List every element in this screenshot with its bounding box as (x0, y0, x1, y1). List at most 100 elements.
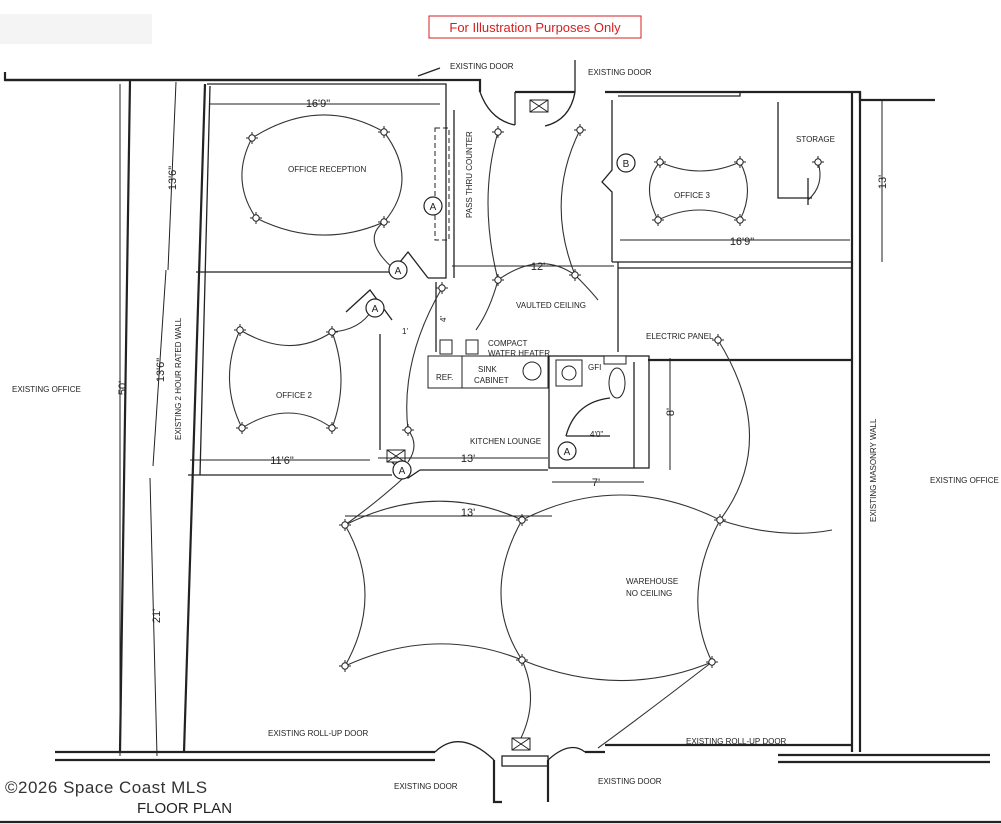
light-fixture (234, 324, 246, 336)
refrigerator (427, 355, 463, 389)
dim-bath-door: 4'0" (590, 430, 603, 439)
dim-reception-depth: 13'6" (167, 166, 179, 190)
light-fixture (712, 334, 724, 346)
label-existing-door-top-right: EXISTING DOOR (588, 68, 652, 77)
exhaust-fan (386, 449, 406, 463)
water-heater (522, 361, 542, 381)
tag-a-reception: A (423, 196, 443, 216)
light-fixture (652, 214, 664, 226)
dim-office3-width: 16'9" (730, 236, 754, 248)
plan-title: FLOOR PLAN (137, 800, 232, 817)
door-tags: A A A A A B (365, 153, 636, 480)
light-fixture (246, 132, 258, 144)
dim-office3-depth: 13' (877, 175, 889, 189)
exhaust-fan (529, 99, 549, 113)
toilet-bowl (608, 367, 626, 399)
light-fixture (236, 422, 248, 434)
dim-office2-width: 11'6" (270, 455, 294, 467)
bath-basin (561, 365, 577, 381)
annotation-labels: EXISTING DOOR EXISTING DOOR EXISTING DOO… (174, 62, 878, 791)
room-kitchen-lounge: KITCHEN LOUNGE (470, 437, 541, 446)
label-electric-panel: ELECTRIC PANEL (646, 332, 714, 341)
kitchen-fixtures: REF. SINK CABINET (427, 339, 627, 437)
top-left-blank-tab (0, 14, 152, 44)
light-fixture (516, 514, 528, 526)
light-fixture (516, 654, 528, 666)
dim-kitchen-width: 13' (461, 453, 475, 465)
light-fixture (326, 422, 338, 434)
light-fixture (574, 124, 586, 136)
light-fixture (734, 156, 746, 168)
sink-label: SINK (478, 365, 497, 374)
dim-small-1: 1' (402, 327, 408, 336)
light-fixture (436, 282, 448, 294)
illustration-notice: For Illustration Purposes Only (428, 15, 642, 39)
label-rated-wall: EXISTING 2 HOUR RATED WALL (174, 317, 183, 440)
tag-a-warehouse-door: A (392, 460, 412, 480)
svg-text:A: A (395, 266, 402, 277)
copyright-watermark: ©2026 Space Coast MLS (5, 778, 208, 797)
light-fixture (326, 326, 338, 338)
light-fixture (734, 214, 746, 226)
light-fixture (250, 212, 262, 224)
label-rollup-right: EXISTING ROLL-UP DOOR (686, 737, 787, 746)
dim-bath-width: 7' (592, 477, 600, 489)
light-fixture (812, 156, 824, 168)
room-labels: OFFICE RECEPTION PASS THRU COUNTER OFFIC… (12, 131, 999, 598)
dim-warehouse-span: 13' (461, 507, 475, 519)
svg-text:A: A (564, 447, 571, 458)
room-warehouse-note: NO CEILING (626, 589, 672, 598)
svg-text:B: B (623, 159, 630, 170)
svg-text:A: A (399, 466, 406, 477)
tag-a-reception-door: A (388, 260, 408, 280)
tag-b-office3: B (616, 153, 636, 173)
dim-reception-width: 16'9" (306, 98, 330, 110)
light-fixture (714, 514, 726, 526)
water-heater-box (439, 339, 453, 355)
dim-warehouse-depth: 21' (151, 609, 163, 623)
svg-text:A: A (430, 202, 437, 213)
label-masonry-wall: EXISTING MASONRY WALL (869, 418, 878, 522)
light-fixture (378, 216, 390, 228)
label-rollup-left: EXISTING ROLL-UP DOOR (268, 729, 369, 738)
dim-small-2: 4' (439, 316, 448, 322)
light-fixture (654, 156, 666, 168)
room-vaulted-ceiling: VAULTED CEILING (516, 301, 586, 310)
label-water-heater: WATER HEATER (488, 349, 550, 358)
exhaust-fan (511, 737, 531, 751)
light-fixture (339, 519, 351, 531)
light-fixture (706, 656, 718, 668)
room-office-3: OFFICE 3 (674, 191, 711, 200)
pass-thru-counter (434, 127, 450, 241)
dim-vaulted-width: 12' (531, 261, 545, 273)
label-existing-door-bottom-left: EXISTING DOOR (394, 782, 458, 791)
walls (3, 72, 990, 804)
svg-text:A: A (372, 304, 379, 315)
light-fixtures (234, 124, 824, 672)
light-fixture (492, 274, 504, 286)
sink-fixture (465, 339, 479, 355)
tag-a-office2-door: A (365, 298, 385, 318)
room-office-2: OFFICE 2 (276, 391, 313, 400)
notice-text: For Illustration Purposes Only (449, 20, 621, 35)
label-compact: COMPACT (488, 339, 528, 348)
lighting-circuits (228, 114, 833, 749)
light-fixture (339, 660, 351, 672)
light-fixture (402, 424, 414, 436)
dimension-lines (119, 81, 883, 757)
room-warehouse: WAREHOUSE (626, 577, 678, 586)
dim-office2-depth: 13'6" (155, 358, 167, 382)
dim-kitchen-depth: 8' (665, 408, 677, 416)
refrigerator-label: REF. (436, 373, 453, 382)
room-storage: STORAGE (796, 135, 835, 144)
label-existing-door-top-left: EXISTING DOOR (450, 62, 514, 71)
light-fixture (569, 269, 581, 281)
room-existing-office-left: EXISTING OFFICE (12, 385, 81, 394)
label-existing-door-bottom-right: EXISTING DOOR (598, 777, 662, 786)
dim-overall-depth: 50' (117, 381, 129, 395)
label-gfi: GFI (588, 363, 601, 372)
room-office-reception: OFFICE RECEPTION (288, 165, 366, 174)
light-fixture (378, 126, 390, 138)
cabinet-label: CABINET (474, 376, 509, 385)
